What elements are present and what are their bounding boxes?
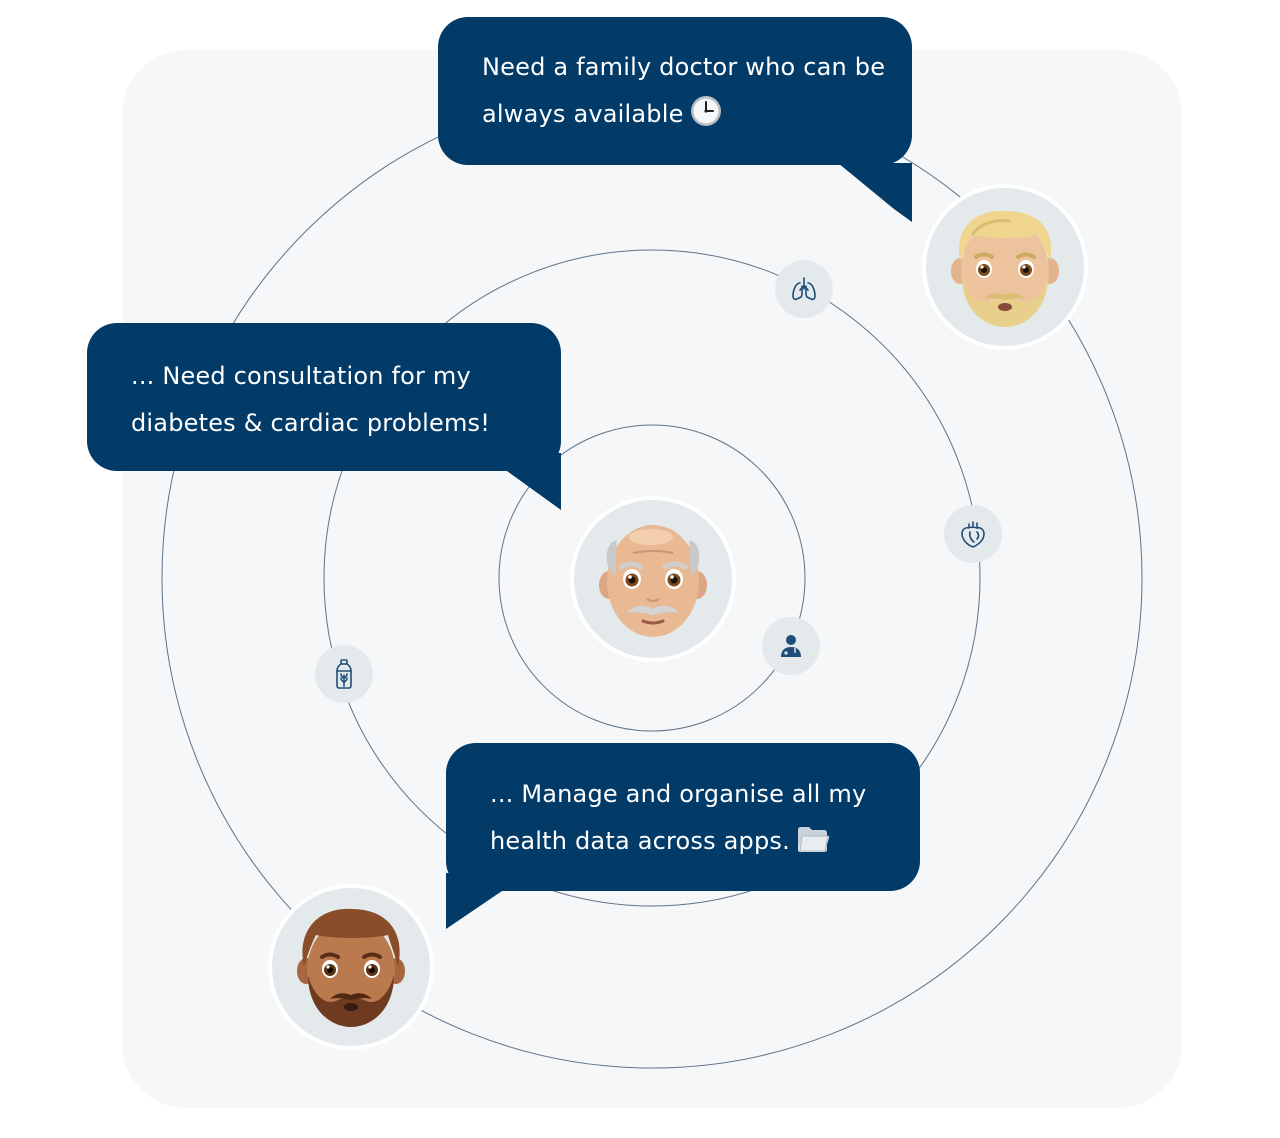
bubble-bottom-line-1: ... Manage and organise all my [490,780,867,808]
bubble-tail-middle [507,453,561,510]
bottom-left-avatar [268,884,434,1050]
old-man-face-icon [599,525,707,637]
folder-emoji [796,823,830,870]
bubble-tail-top [838,163,912,222]
bubble-top-line-1: Need a family doctor who can be [482,53,886,81]
inner-orbit [498,424,806,732]
heart-icon [961,521,985,548]
speech-bubble-middle: ... Need consultation for my diabetes & … [87,323,561,510]
bubble-middle-line-2: diabetes & cardiac problems! [131,409,491,437]
bubble-bottom-line-2-text: health data across apps. [490,827,790,855]
doctor-icon [781,635,801,657]
bubble-top-line-2-text: always available [482,100,684,128]
lungs-node [775,260,833,318]
bubble-tail-bottom [446,873,502,929]
center-avatar [570,496,736,662]
lungs-icon [792,277,816,301]
blond-bearded-man-face-icon [951,210,1059,327]
middle-orbit [323,249,981,907]
bubble-top-line-2: always available [482,91,912,143]
bearded-man-face-icon [297,908,405,1027]
bubble-middle-line-1: ... Need consultation for my [131,362,471,390]
supplement-node [315,645,373,703]
top-right-avatar [922,184,1088,350]
heart-node [944,505,1002,563]
bubble-bottom-line-2: health data across apps. [490,818,920,870]
speech-bubble-bottom: ... Manage and organise all my health da… [446,743,920,929]
doctor-node [762,617,820,675]
clock-emoji [690,95,722,143]
clock-icon [690,96,721,126]
folder-icon [797,827,830,852]
speech-bubble-top: Need a family doctor who can be always a… [438,17,912,222]
supplement-bottle-icon [336,659,352,689]
